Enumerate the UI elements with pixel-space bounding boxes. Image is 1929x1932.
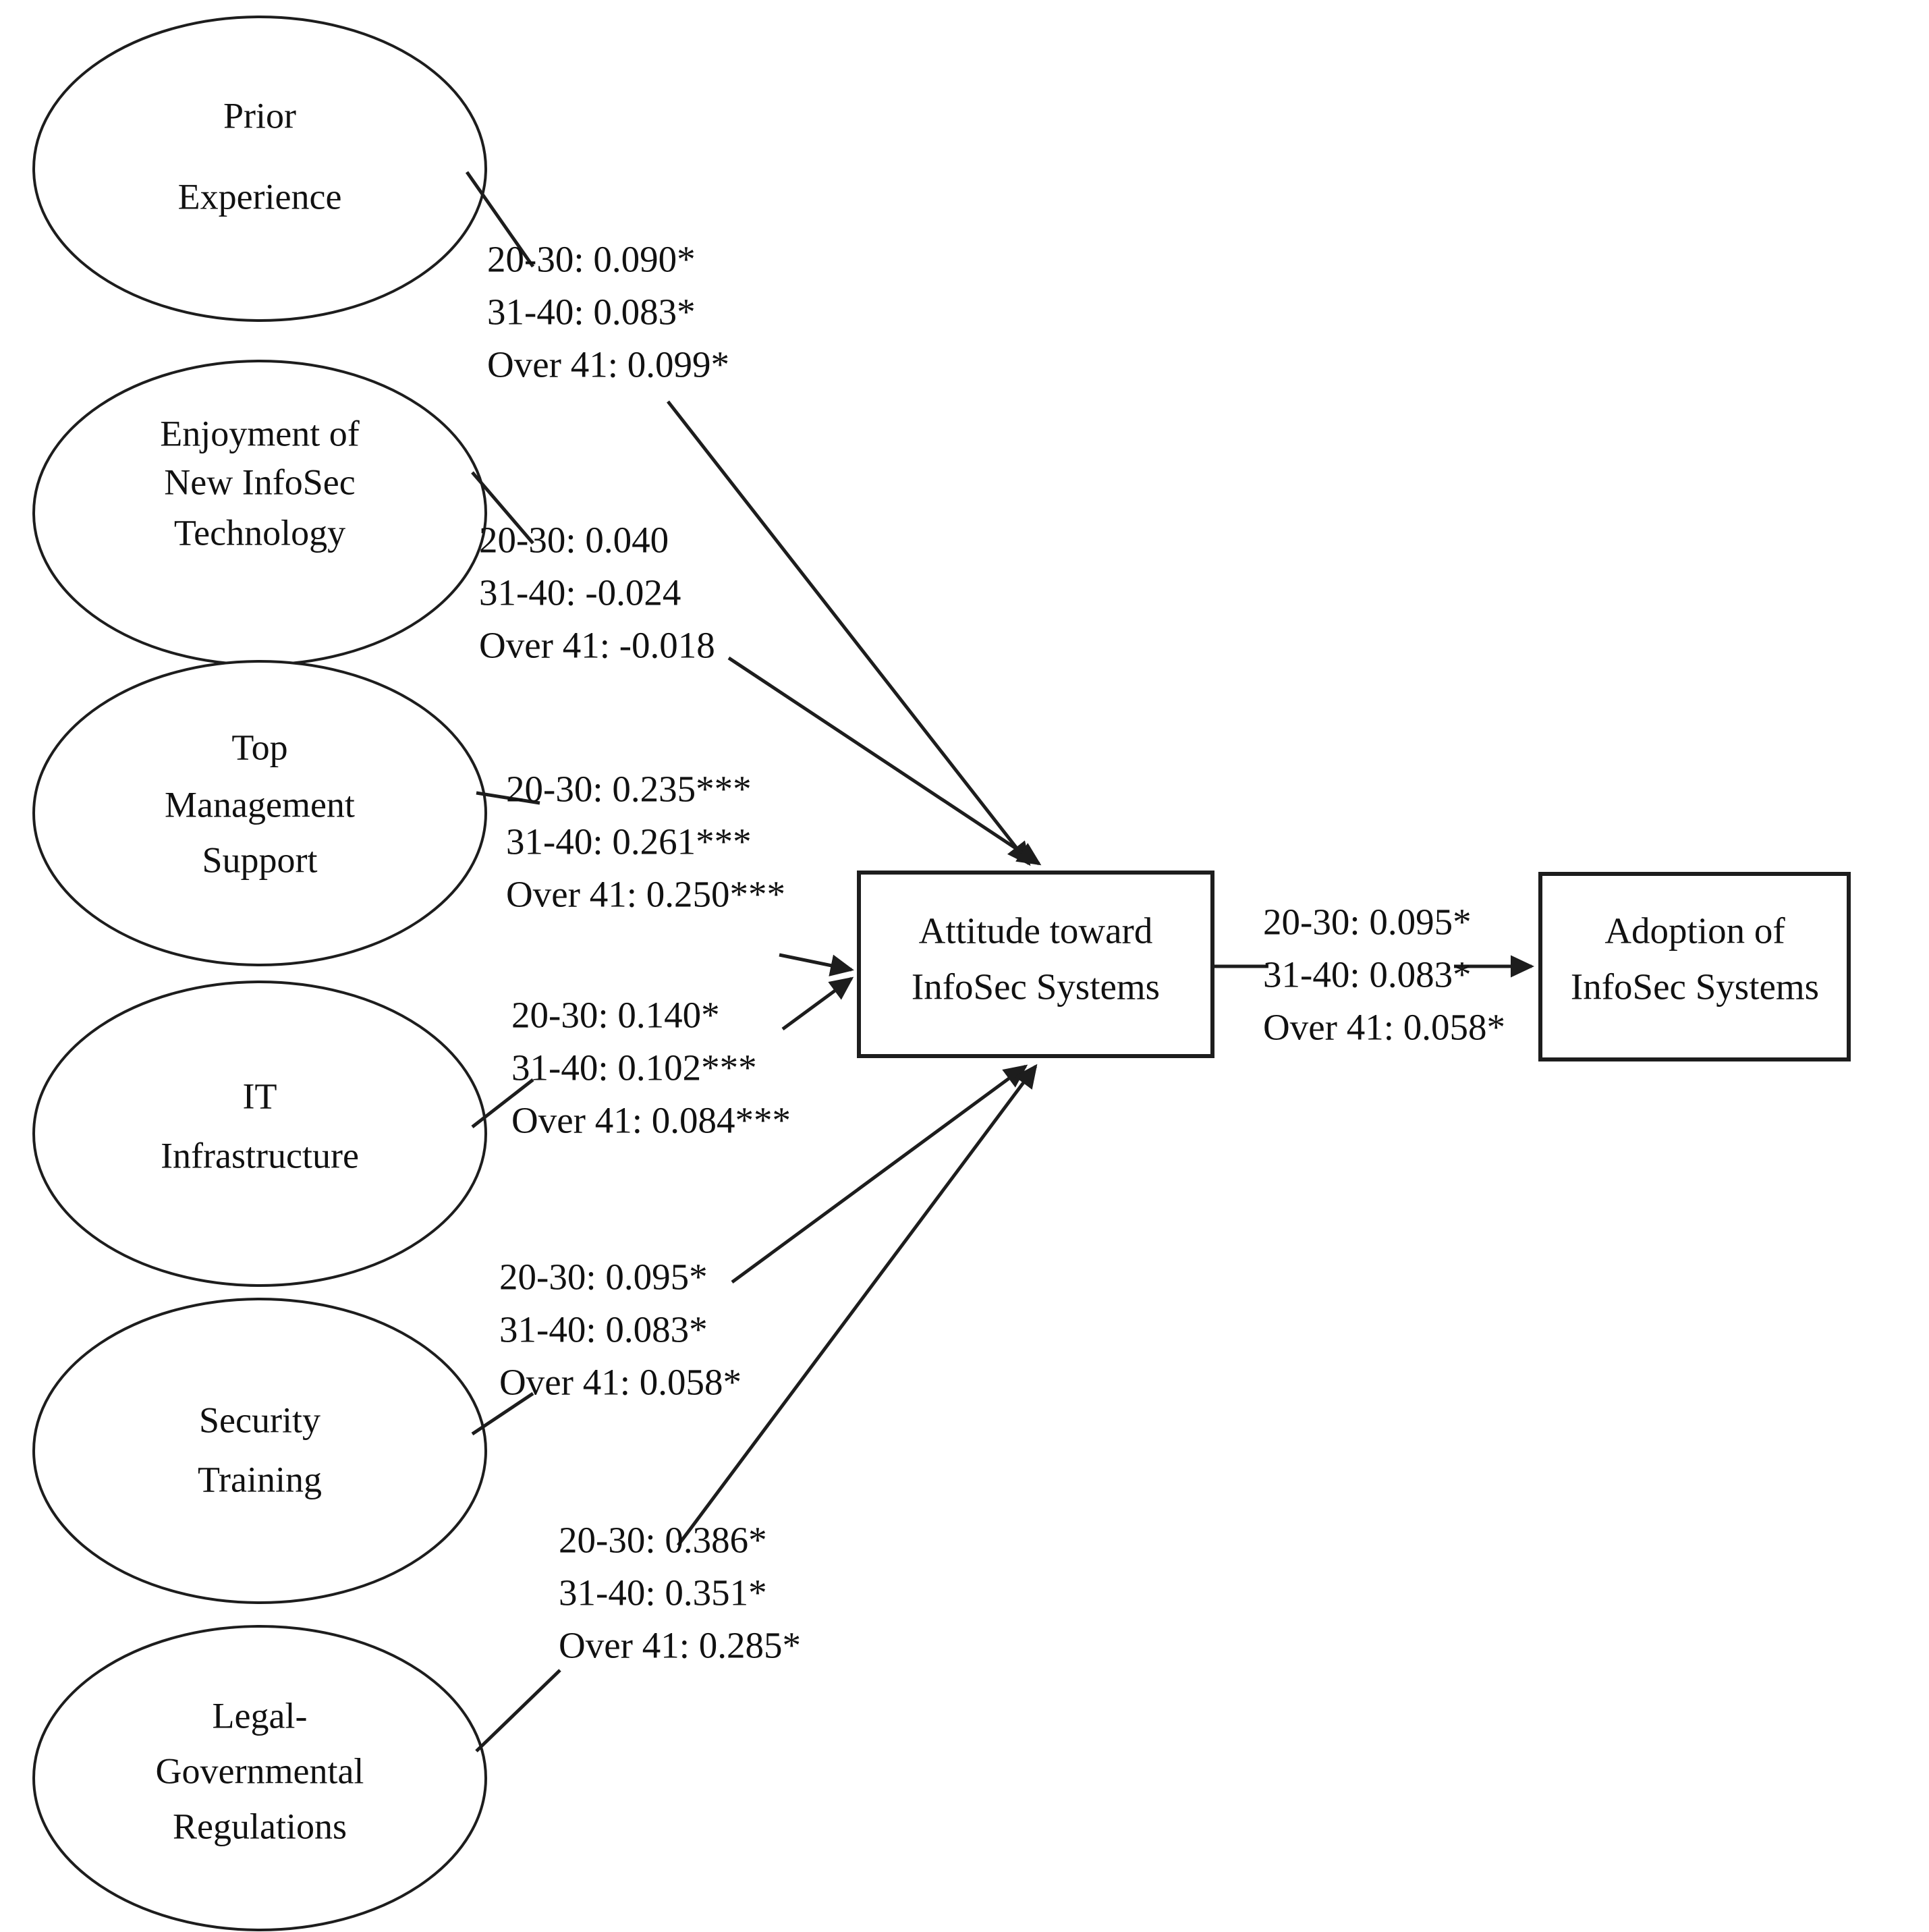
node-label-legal-line-3: Regulations <box>173 1806 347 1846</box>
node-label-top-management-line-3: Support <box>202 839 317 880</box>
node-label-enjoyment-line-1: Enjoyment of <box>160 413 359 453</box>
edge-top-management-to-attitude <box>779 953 854 976</box>
node-it-infrastructure[interactable]: IT Infrastructure <box>32 981 487 1287</box>
path-label-security-line-1: 20-30: 0.095* <box>499 1257 708 1298</box>
ellipse-it-infrastructure <box>32 981 487 1287</box>
stub-top-management-support <box>476 791 540 805</box>
stub-security-training <box>471 1391 534 1436</box>
stub-enjoyment <box>471 471 534 545</box>
path-label-attitude-to-adoption: 20-30: 0.095* 31-40: 0.083* Over 41: 0.0… <box>1263 902 1505 1048</box>
edge-prior-experience-to-attitude <box>667 400 1031 866</box>
path-label-legal-line-2: 31-40: 0.351* <box>559 1572 767 1613</box>
rect-adoption-of-infosec-systems <box>1538 872 1851 1061</box>
path-label-adoption-line-2: 31-40: 0.083* <box>1263 954 1472 995</box>
node-top-management-support[interactable]: Top Management Support <box>32 660 487 966</box>
node-label-enjoyment-line-3: Technology <box>174 512 345 553</box>
ellipse-top-management-support <box>32 660 487 966</box>
path-label-prior-line-2: 31-40: 0.083* <box>487 292 696 333</box>
node-label-top-management-line-1: Top <box>231 727 287 767</box>
path-label-legal-line-1: 20-30: 0.386* <box>559 1520 767 1561</box>
path-label-prior-experience-to-attitude: 20-30: 0.090* 31-40: 0.083* Over 41: 0.0… <box>487 239 729 385</box>
path-label-prior-line-3: Over 41: 0.099* <box>487 344 729 385</box>
node-label-adoption-line-2: InfoSec Systems <box>1571 966 1819 1008</box>
path-label-enjoyment-to-attitude: 20-30: 0.040 31-40: -0.024 Over 41: -0.0… <box>479 520 715 666</box>
node-label-enjoyment-line-2: New InfoSec <box>164 462 355 502</box>
node-prior-experience[interactable]: Prior Experience <box>32 16 487 322</box>
node-label-prior-experience-line-2: Experience <box>178 176 342 217</box>
edge-enjoyment-to-attitude <box>727 656 1042 866</box>
node-label-legal-line-1: Legal- <box>213 1695 308 1736</box>
node-label-prior-experience-line-1: Prior <box>223 95 296 136</box>
edge-legal-regulations-to-attitude <box>676 1064 1038 1547</box>
node-legal-governmental-regulations[interactable]: Legal- Governmental Regulations <box>32 1625 487 1931</box>
path-label-adoption-line-3: Over 41: 0.058* <box>1263 1007 1505 1048</box>
ellipse-security-training <box>32 1298 487 1604</box>
node-label-legal-line-2: Governmental <box>156 1750 364 1791</box>
ellipse-legal-governmental-regulations <box>32 1625 487 1931</box>
path-label-it-infrastructure-to-attitude: 20-30: 0.140* 31-40: 0.102*** Over 41: 0… <box>511 995 791 1141</box>
path-label-security-training-to-attitude: 20-30: 0.095* 31-40: 0.083* Over 41: 0.0… <box>499 1257 742 1403</box>
stub-it-infrastructure <box>471 1078 534 1128</box>
path-label-legal-line-3: Over 41: 0.285* <box>559 1625 801 1666</box>
node-label-top-management-line-2: Management <box>165 784 355 825</box>
path-label-enjoyment-line-2: 31-40: -0.024 <box>479 572 681 613</box>
path-label-enjoyment-line-3: Over 41: -0.018 <box>479 625 715 666</box>
path-label-security-line-3: Over 41: 0.058* <box>499 1362 742 1403</box>
node-label-it-infrastructure-line-2: Infrastructure <box>161 1135 359 1176</box>
edge-it-infrastructure-to-attitude <box>781 976 854 1031</box>
node-label-security-training-line-2: Training <box>198 1459 322 1499</box>
node-label-attitude-line-1: Attitude toward <box>919 910 1153 951</box>
path-label-prior-line-1: 20-30: 0.090* <box>487 239 696 280</box>
path-label-top-management-line-2: 31-40: 0.261*** <box>506 821 752 862</box>
path-label-it-line-3: Over 41: 0.084*** <box>511 1100 791 1141</box>
node-label-attitude-line-2: InfoSec Systems <box>912 966 1160 1008</box>
path-label-it-line-2: 31-40: 0.102*** <box>511 1047 757 1088</box>
path-label-top-management-line-1: 20-30: 0.235*** <box>506 769 752 810</box>
path-label-security-line-2: 31-40: 0.083* <box>499 1309 708 1350</box>
path-label-top-management-to-attitude: 20-30: 0.235*** 31-40: 0.261*** Over 41:… <box>506 769 785 915</box>
path-label-it-line-1: 20-30: 0.140* <box>511 995 720 1036</box>
node-label-it-infrastructure-line-1: IT <box>243 1076 277 1116</box>
path-label-adoption-line-1: 20-30: 0.095* <box>1263 902 1472 943</box>
node-enjoyment-new-infosec-technology[interactable]: Enjoyment of New InfoSec Technology <box>32 360 487 666</box>
node-security-training[interactable]: Security Training <box>32 1298 487 1604</box>
edge-security-training-to-attitude <box>731 1064 1028 1284</box>
node-attitude-toward-infosec-systems[interactable]: Attitude toward InfoSec Systems <box>857 871 1214 1058</box>
stub-prior-experience <box>465 171 535 268</box>
rect-attitude-toward-infosec-systems <box>857 871 1214 1058</box>
node-label-adoption-line-1: Adoption of <box>1604 910 1785 951</box>
stub-legal-regulations <box>475 1669 561 1752</box>
ellipse-prior-experience <box>32 16 487 322</box>
node-label-security-training-line-1: Security <box>199 1400 320 1440</box>
path-label-top-management-line-3: Over 41: 0.250*** <box>506 874 785 915</box>
node-adoption-of-infosec-systems[interactable]: Adoption of InfoSec Systems <box>1538 872 1851 1061</box>
path-label-legal-regulations-to-attitude: 20-30: 0.386* 31-40: 0.351* Over 41: 0.2… <box>559 1520 801 1666</box>
path-label-enjoyment-line-1: 20-30: 0.040 <box>479 520 669 561</box>
